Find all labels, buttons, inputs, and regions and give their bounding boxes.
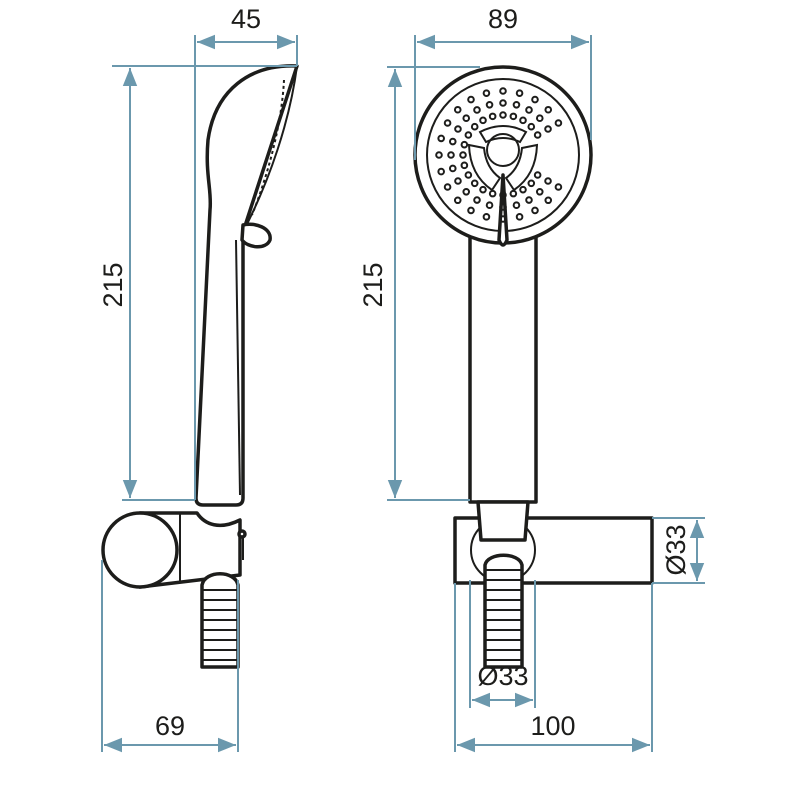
nozzle-dot	[499, 215, 507, 223]
dim-hose-diameter: Ø33	[477, 661, 528, 691]
nozzle-dot	[499, 99, 507, 107]
nozzle-dot	[533, 171, 542, 179]
dim-side-width: 45	[231, 4, 261, 34]
nozzle-dot	[554, 183, 563, 191]
nozzle-dot	[554, 119, 563, 127]
nozzle-dot	[544, 125, 552, 133]
nozzle-dot	[544, 177, 552, 185]
front-view-shower	[413, 65, 593, 504]
nozzle-dot	[447, 151, 455, 159]
nozzle-dot	[488, 189, 497, 198]
side-view-bracket	[101, 511, 247, 669]
nozzle-dot	[525, 106, 533, 114]
nozzle-dot	[512, 201, 521, 210]
dim-side-height: 215	[98, 262, 128, 307]
nozzle-dot	[454, 177, 462, 185]
nozzle-dot	[531, 95, 539, 104]
nozzle-dot	[462, 187, 471, 196]
nozzle-dot	[479, 116, 487, 125]
nozzle-dot	[544, 196, 553, 205]
nozzle-dot	[488, 112, 497, 121]
nozzle-dot	[527, 122, 536, 131]
nozzle-dot	[482, 89, 491, 97]
nozzle-dot	[509, 112, 518, 121]
nozzle-dot	[515, 89, 524, 97]
nozzle-dot	[467, 95, 475, 104]
nozzle-dot	[473, 196, 481, 204]
nozzle-dot	[533, 131, 542, 139]
nozzle-dot	[443, 119, 452, 127]
nozzle-dot	[470, 122, 479, 131]
nozzle-dot	[453, 105, 462, 114]
nozzle-dot	[527, 179, 536, 188]
nozzle-dot	[519, 116, 527, 125]
nozzle-dot	[437, 167, 445, 176]
nozzle-dot	[499, 191, 507, 199]
nozzle-dot	[499, 203, 507, 211]
nozzle-dot	[531, 206, 539, 215]
nozzle-dot	[470, 179, 479, 188]
nozzle-dot	[459, 151, 467, 159]
nozzle-dot	[525, 196, 533, 204]
nozzle-dot	[448, 137, 457, 146]
nozzle-dot	[473, 106, 481, 114]
nozzle-dot	[479, 185, 487, 194]
nozzle-dot	[519, 185, 527, 194]
nozzle-dot	[512, 100, 521, 109]
dimension-lines	[101, 34, 705, 753]
nozzle-dot	[464, 131, 473, 139]
nozzle-dot	[462, 114, 471, 123]
nozzle-dot	[509, 189, 518, 198]
nozzle-dot	[515, 213, 524, 221]
nozzle-dot	[443, 183, 452, 191]
nozzle-dot	[467, 206, 475, 215]
nozzle-dot	[544, 105, 553, 114]
nozzle-dot	[437, 134, 445, 143]
dim-bracket-diameter: Ø33	[661, 524, 691, 575]
nozzle-dot	[460, 140, 469, 149]
nozzle-dot	[535, 187, 544, 196]
front-view-bracket	[453, 500, 654, 669]
nozzle-dot	[485, 100, 494, 109]
nozzle-dot	[499, 87, 507, 95]
nozzle-dot	[535, 114, 544, 123]
dim-front-height: 215	[358, 262, 388, 307]
nozzle-dot	[435, 151, 443, 159]
dim-bracket-width: 100	[530, 711, 575, 741]
dim-head-diameter: 89	[488, 4, 518, 34]
nozzle-dot	[499, 111, 507, 119]
nozzle-dot	[460, 161, 469, 170]
nozzle-dot	[464, 171, 473, 179]
nozzle-dot	[482, 213, 491, 221]
dim-bracket-depth: 69	[155, 711, 185, 741]
nozzle-dot	[448, 164, 457, 173]
nozzle-dot	[453, 196, 462, 205]
side-view-shower	[194, 64, 299, 507]
nozzle-dot	[485, 201, 494, 210]
nozzle-dot	[454, 125, 462, 133]
